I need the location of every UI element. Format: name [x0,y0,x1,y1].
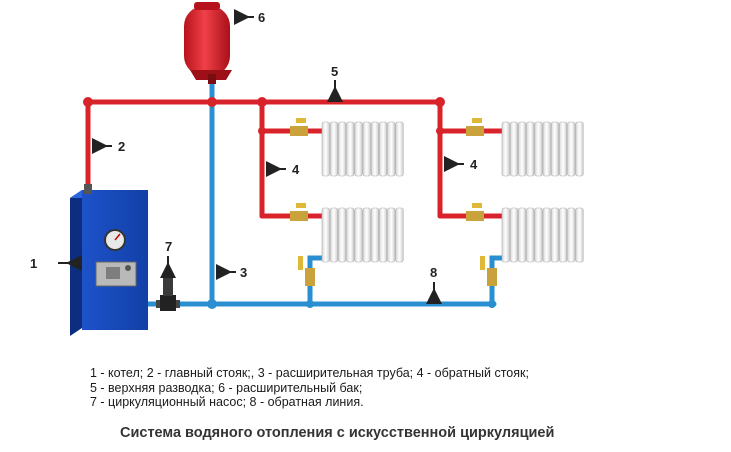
valve-icon [298,256,315,286]
radiator-icon [321,207,404,263]
label-main-riser: 2 [118,139,125,154]
legend-line: 5 - верхняя разводка; 6 - расширительный… [90,380,363,395]
radiator-return-connection [307,255,325,307]
radiator-icon [501,121,584,177]
pointer-arrows [58,9,464,304]
legend: 1 - котел; 2 - главный стояк;, 3 - расши… [90,366,650,410]
diagram-caption: Система водяного отопления с искусственн… [120,425,555,441]
label-return-riser-left: 4 [292,162,300,177]
radiator-icon [501,207,584,263]
label-circulation-pump: 7 [165,239,172,254]
return-pipes [140,75,505,307]
valve-icon [290,118,308,136]
label-boiler: 1 [30,256,37,271]
label-return-riser-right: 4 [470,157,478,172]
valve-icon [480,256,497,286]
label-upper-distribution: 5 [331,64,338,79]
label-expansion-tank: 6 [258,10,265,25]
label-return-line: 8 [430,265,437,280]
expansion-tank [184,2,232,84]
legend-line: 7 - циркуляционный насос; 8 - обратная л… [90,395,364,409]
boiler [70,184,148,336]
radiators [321,121,584,263]
valve-icon [290,203,308,221]
radiator-icon [321,121,404,177]
radiator-return-connection [489,255,505,307]
supply-pipes [85,99,505,219]
circulation-pump [156,276,180,311]
valves [290,118,497,286]
legend-line: 1 - котел; 2 - главный стояк;, 3 - расши… [90,366,529,380]
valve-icon [466,203,484,221]
label-expansion-pipe: 3 [240,265,247,280]
valve-icon [466,118,484,136]
